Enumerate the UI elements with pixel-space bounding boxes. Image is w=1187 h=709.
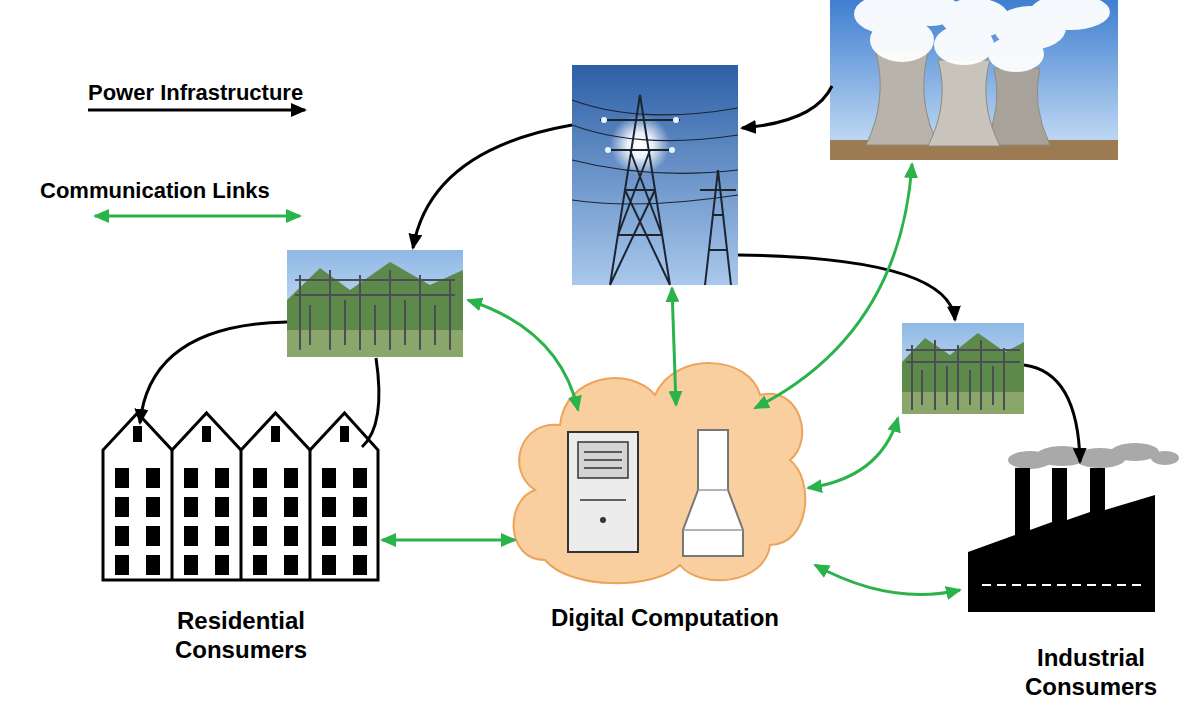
communication-link bbox=[815, 565, 960, 594]
legend-label: Power Infrastructure bbox=[88, 80, 303, 106]
insulator bbox=[601, 117, 607, 123]
lattice-tower bbox=[600, 95, 736, 285]
computation-node: Digital Computation bbox=[515, 350, 815, 640]
building-outline bbox=[103, 413, 378, 580]
insulators bbox=[601, 117, 679, 153]
power-arrow bbox=[1024, 365, 1080, 462]
steam-puff bbox=[1030, 0, 1110, 30]
industrial-node: Industrial Consumers bbox=[960, 445, 1182, 707]
sky bbox=[572, 65, 738, 285]
steel-structures bbox=[295, 270, 455, 350]
steel-structures bbox=[906, 340, 1020, 410]
insulator bbox=[605, 147, 611, 153]
legend-label: Communication Links bbox=[40, 178, 270, 204]
mountains bbox=[287, 262, 463, 357]
cooling-tower bbox=[866, 52, 938, 145]
power-arrow bbox=[413, 125, 572, 248]
sky bbox=[287, 250, 463, 357]
power-flow bbox=[140, 86, 1080, 462]
antenna-icon-detail bbox=[683, 490, 743, 530]
sun bbox=[610, 115, 670, 175]
server-slots bbox=[580, 452, 626, 500]
server-led bbox=[600, 517, 606, 523]
cooling-tower bbox=[928, 60, 1000, 146]
factory-stripe bbox=[982, 584, 1142, 586]
communication-link bbox=[382, 539, 515, 542]
node-label: Residential Consumers bbox=[156, 606, 326, 664]
node-label: Industrial Consumers bbox=[1011, 643, 1171, 701]
link-arrow-sample bbox=[95, 215, 300, 218]
factory-body bbox=[968, 468, 1155, 612]
server-tower bbox=[568, 432, 638, 552]
ground bbox=[902, 392, 1024, 414]
smoke-puff bbox=[1151, 451, 1179, 465]
mountains bbox=[902, 333, 1024, 414]
windows bbox=[115, 426, 367, 575]
power-arrow bbox=[738, 255, 955, 320]
communication-link bbox=[755, 164, 912, 408]
antenna-icon bbox=[683, 430, 743, 556]
substation-photo bbox=[287, 250, 463, 357]
tower-frame bbox=[700, 170, 736, 285]
power-lines bbox=[572, 100, 738, 204]
insulator bbox=[673, 117, 679, 123]
transmission-tower-photo bbox=[572, 65, 738, 285]
node-label: Digital Computation bbox=[551, 603, 779, 632]
sky bbox=[902, 323, 1024, 414]
smoke bbox=[1008, 443, 1179, 469]
residential-buildings bbox=[103, 413, 378, 580]
steam bbox=[854, 0, 1110, 72]
power-plant-photo bbox=[830, 0, 1118, 160]
tower-frame bbox=[600, 95, 680, 285]
computation-cloud bbox=[514, 363, 806, 583]
communication-link bbox=[808, 418, 898, 488]
cloud-shape bbox=[514, 363, 806, 583]
communication-link bbox=[468, 300, 578, 410]
power-arrow-sample bbox=[88, 109, 305, 112]
communication-link bbox=[672, 288, 676, 405]
factory bbox=[968, 443, 1179, 612]
substation-photo bbox=[902, 323, 1024, 414]
power-arrow bbox=[742, 86, 832, 128]
communication-links bbox=[468, 164, 912, 488]
power-line bbox=[362, 358, 379, 447]
power-arrow bbox=[140, 322, 287, 423]
residential-node: Residential Consumers bbox=[100, 405, 382, 670]
insulator bbox=[669, 147, 675, 153]
